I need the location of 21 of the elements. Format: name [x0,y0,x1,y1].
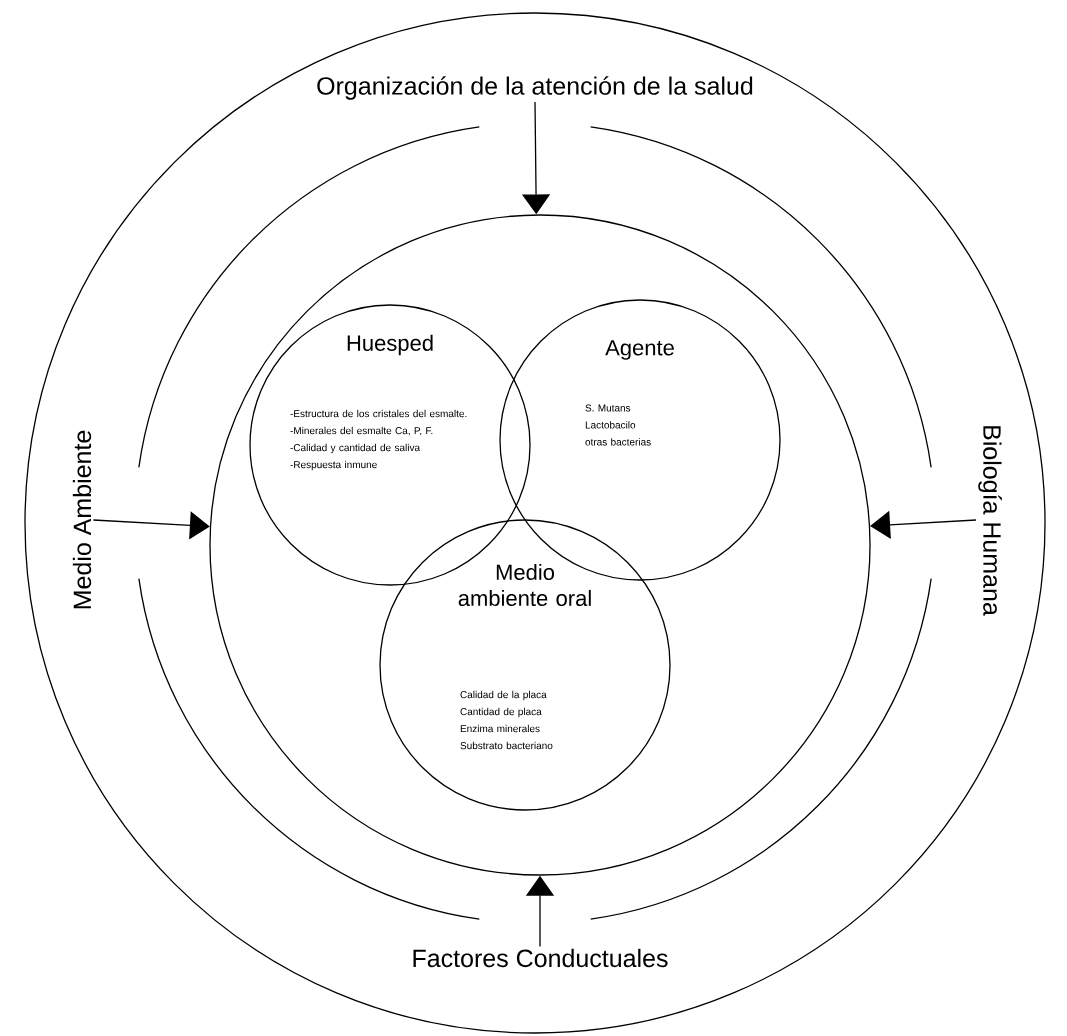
factor-label: Medio Ambiente [72,430,92,609]
node-label: Cantidad de placa [460,707,542,718]
circle-text: -Estructura de los cristales del esmalte. -Minerales del esmalte Ca, P, F. -Calidad y cantidad de saliva -Respuesta inmune [290,409,467,471]
circle-heading: Agente [605,340,674,360]
circle-text: S. Mutans Lactobacilo otras bacterias [585,404,651,446]
node-label: -Calidad y cantidad de saliva [290,443,421,454]
venn-circle [379,519,671,811]
node-label: -Respuesta inmune [290,460,377,471]
node-label: -Minerales del esmalte Ca, P, F. [290,426,433,436]
large-circle [209,214,871,876]
factor-label: Organización de la atención de la salud [317,76,753,100]
node-label: -Estructura de los cristales del esmalte. [290,409,467,418]
factor-label: Biología Humana [978,426,1002,616]
node-label: Enzima minerales [460,724,540,733]
venn-circle [499,299,781,581]
factor-label: Factores Conductuales [413,948,668,968]
circle-text: Calidad de la placa Cantidad de placa Enzima minerales Substrato bacteriano [460,690,553,750]
node-label: Substrato bacteriano [460,741,553,750]
circle-heading: Huesped [347,334,433,356]
circle-heading: Medio ambiente oral [458,563,591,607]
node-label: Calidad de la placa [460,690,547,701]
